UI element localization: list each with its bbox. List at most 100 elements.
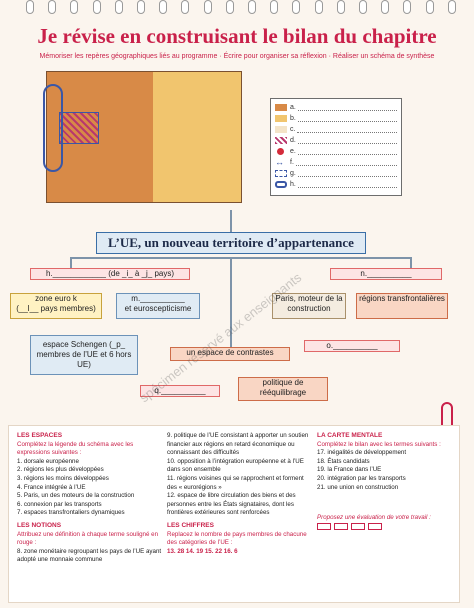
legend-row: g. xyxy=(275,168,397,179)
list-item: 9. politique de l’UE consistant à apport… xyxy=(167,432,309,457)
ring-icon xyxy=(403,0,412,14)
ring-icon xyxy=(92,0,101,14)
mindmap-paris-box: Paris, moteur de la construction xyxy=(272,293,346,319)
ring-icon xyxy=(70,0,79,14)
list-item: 7. espaces transfrontaliers dynamiques xyxy=(17,509,125,517)
legend-row: d. xyxy=(275,135,397,146)
map-zone-yellow xyxy=(153,72,241,202)
swatch-icon xyxy=(275,126,287,133)
label: (__l__ pays membres) xyxy=(16,304,96,313)
ring-icon xyxy=(225,0,234,14)
legend-row: ↔ f. xyxy=(275,157,397,168)
mindmap-central-box: L’UE, un nouveau territoire d’appartenan… xyxy=(96,232,366,254)
map-hatched-zone xyxy=(59,112,99,144)
list-item: 20. intégration par les transports xyxy=(317,474,406,482)
legend-row: e. xyxy=(275,146,397,157)
list-item: 17. inégalités de développement xyxy=(317,449,407,457)
page-title: Je révise en construisant le bilan du ch… xyxy=(37,24,437,48)
list-item: 1. dorsale européenne xyxy=(17,457,79,465)
carte-column: LA CARTE MENTALE Complétez le bilan avec… xyxy=(317,432,455,531)
list-item: 4. France intégrée à l’UE xyxy=(17,483,86,491)
mindmap-o-box: o.__________ xyxy=(304,340,400,352)
red-dot-icon xyxy=(277,148,284,155)
ring-icon xyxy=(159,0,168,14)
chiffres-values: 13. 28 14. 19 15. 22 16. 6 xyxy=(167,547,238,555)
mindmap-schengen-box: espace Schengen (_p_ membres de l’UE et … xyxy=(30,335,138,375)
ring-icon xyxy=(292,0,301,14)
section-heading: LES CHIFFRES xyxy=(167,521,214,529)
mindmap-contrastes-box: un espace de contrastes xyxy=(170,347,290,361)
list-item: 21. une union en construction xyxy=(317,483,399,491)
rating-box[interactable] xyxy=(351,522,365,530)
mindmap-regions-box: régions transfrontalières xyxy=(356,293,448,319)
ring-icon xyxy=(314,0,323,14)
middle-column: 9. politique de l’UE consistant à apport… xyxy=(167,432,313,556)
instruction: Replacez le nombre de pays membres de ch… xyxy=(167,530,307,547)
exercise-sheet: LES ESPACES Complétez la légende du sché… xyxy=(8,425,460,603)
list-item: 8. zone monétaire regroupant les pays de… xyxy=(17,547,162,564)
list-item: 2. régions les plus développées xyxy=(17,466,104,474)
section-heading: LES ESPACES xyxy=(17,432,63,439)
mindmap-reequilibrage-box: politique de rééquilibrage xyxy=(238,377,328,401)
legend-label: c. xyxy=(290,126,296,133)
label: zone euro k xyxy=(35,294,77,303)
instruction: Complétez le bilan avec les termes suiva… xyxy=(317,440,441,448)
ring-icon xyxy=(48,0,57,14)
ring-icon xyxy=(181,0,190,14)
mindmap-euro-box: zone euro k(__l__ pays membres) xyxy=(10,293,102,319)
legend-row: b. xyxy=(275,113,397,124)
page-subtitle: Mémoriser les repères géographiques liés… xyxy=(39,53,435,60)
swatch-icon xyxy=(275,137,287,144)
label: et euroscepticisme xyxy=(124,304,192,313)
legend-label: g. xyxy=(290,170,296,177)
swatch-icon xyxy=(275,104,287,111)
rating-box[interactable] xyxy=(368,522,382,530)
ring-icon xyxy=(248,0,257,14)
ring-icon xyxy=(26,0,34,14)
mindmap-m-box: m.__________et euroscepticisme xyxy=(116,293,200,319)
section-heading: LES NOTIONS xyxy=(17,521,62,529)
legend-label: d. xyxy=(290,137,296,144)
evaluation-boxes xyxy=(317,522,455,532)
ring-icon xyxy=(447,0,456,14)
list-item: 10. opposition à l’intégration européenn… xyxy=(167,457,304,474)
swatch-icon xyxy=(275,115,287,122)
espaces-column: LES ESPACES Complétez la légende du sché… xyxy=(17,432,163,565)
dashed-outline-icon xyxy=(275,170,287,177)
list-item: 11. régions voisines qui se rapprochent … xyxy=(167,474,304,491)
instruction: Attribuez une définition à chaque terme … xyxy=(17,530,159,547)
mindmap-n-box: n.__________ xyxy=(330,268,442,280)
ring-icon xyxy=(270,0,279,14)
ring-icon xyxy=(137,0,146,14)
legend-label: a. xyxy=(290,104,296,111)
legend-row: a. xyxy=(275,102,397,113)
legend-label: b. xyxy=(290,115,296,122)
rating-box[interactable] xyxy=(317,522,331,530)
ring-icon xyxy=(359,0,368,14)
list-item: 19. la France dans l’UE xyxy=(317,466,382,474)
legend-label: h. xyxy=(290,181,296,188)
map-legend: a. b. c. d. e. ↔ f. g. h. xyxy=(270,98,402,196)
list-item: 3. régions les moins développées xyxy=(17,474,109,482)
list-item: 18. États candidats xyxy=(317,457,370,465)
rating-box[interactable] xyxy=(334,522,348,530)
blue-outline-icon xyxy=(275,181,287,188)
schematic-map xyxy=(43,71,242,203)
ring-icon xyxy=(381,0,390,14)
mindmap-q-box: q.__________ xyxy=(140,385,220,397)
instruction: Complétez la légende du schéma avec les … xyxy=(17,440,134,457)
mindmap-h-box: h.____________ (de _i_ à _j_ pays) xyxy=(30,268,190,280)
ring-icon xyxy=(336,0,345,14)
label: m.__________ xyxy=(131,294,185,303)
section-heading: LA CARTE MENTALE xyxy=(317,432,383,439)
legend-label: f. xyxy=(290,159,294,166)
list-item: 12. espace de libre circulation des bien… xyxy=(167,492,296,517)
list-item: 5. Paris, un des moteurs de la construct… xyxy=(17,492,135,500)
legend-row: c. xyxy=(275,124,397,135)
list-item: 6. connexion par les transports xyxy=(17,500,102,508)
ring-icon xyxy=(425,0,434,14)
ring-icon xyxy=(114,0,123,14)
ring-icon xyxy=(203,0,212,14)
arrow-icon: ↔ xyxy=(275,157,284,167)
